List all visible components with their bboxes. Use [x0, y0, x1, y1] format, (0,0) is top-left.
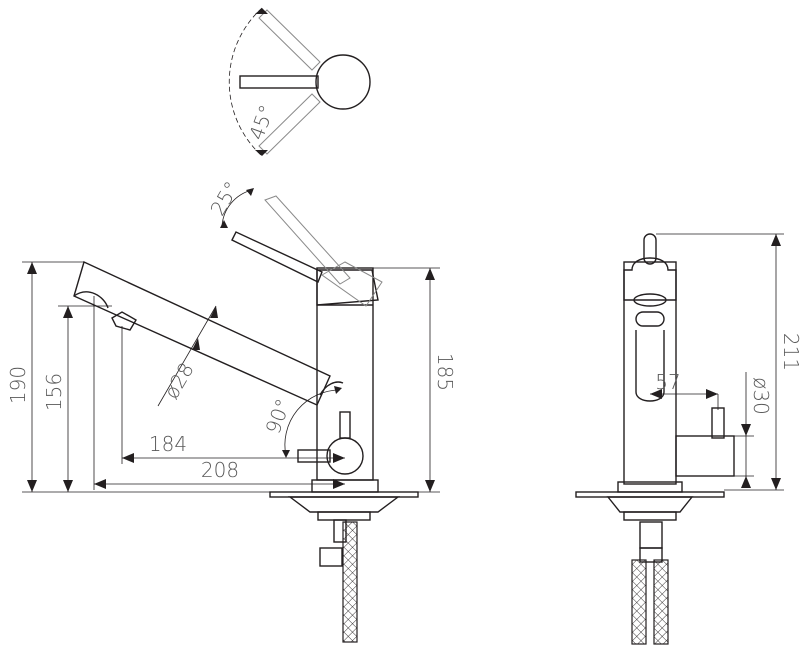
- offset-57-label: 57: [655, 370, 680, 394]
- dia28-label: ø28: [159, 358, 199, 403]
- arrow-head: [771, 234, 781, 246]
- side-cartridge-lever: [297, 449, 331, 463]
- arrow-head: [27, 480, 37, 492]
- front-base-flange: [606, 496, 694, 513]
- front-lever-knob: [643, 233, 657, 265]
- arrow-head: [94, 479, 106, 489]
- arrow-head: [63, 306, 73, 318]
- arrow-head: [334, 386, 342, 394]
- top-view-lever-ghost-upper: [258, 9, 321, 71]
- arrow-head: [741, 424, 751, 436]
- side-lever-ghost: [264, 195, 351, 285]
- top-view: 45°: [228, 7, 371, 157]
- side-spout: [73, 261, 331, 406]
- arrow-head: [771, 478, 781, 490]
- side-cartridge-stem: [339, 411, 351, 439]
- arrow-head: [122, 453, 134, 463]
- arrow-head: [706, 389, 718, 399]
- side-lever-ghost-head: [321, 261, 383, 307]
- front-body: [623, 261, 677, 485]
- arrow-head: [650, 389, 662, 399]
- side-view: 25° ø28 90°: [6, 177, 457, 643]
- spout-joint-curve: [319, 381, 344, 396]
- height-190-label: 190: [6, 366, 30, 404]
- side-base-collar: [311, 479, 379, 493]
- arrow-head: [220, 220, 228, 228]
- front-view: 211 57 ø30: [575, 233, 803, 645]
- front-base-plate: [575, 491, 725, 498]
- arrow-head: [192, 338, 200, 350]
- arrow-head: [425, 268, 435, 280]
- front-head-oval: [633, 293, 667, 307]
- front-connector: [639, 521, 663, 549]
- side-base-plate: [269, 491, 419, 498]
- side-lever-head: [316, 269, 379, 306]
- dia30-label: ø30: [749, 377, 773, 415]
- angle-90-label: 90°: [261, 395, 296, 437]
- top-view-body-circle: [315, 54, 371, 110]
- length-208-label: 208: [201, 458, 239, 482]
- side-base-nut: [317, 511, 371, 521]
- dia28-leader: [157, 305, 217, 407]
- arrow-head: [246, 188, 254, 196]
- front-cartridge: [675, 435, 735, 477]
- arrow-head: [255, 8, 268, 14]
- arrow-head: [255, 150, 268, 156]
- height-211-label: 211: [779, 333, 803, 371]
- arrow-head: [210, 306, 218, 318]
- arrow-head: [27, 262, 37, 274]
- side-cartridge-circle: [326, 437, 364, 475]
- front-cartridge-lever: [711, 407, 725, 439]
- front-connector-nut: [639, 547, 663, 563]
- arrow-head: [282, 450, 290, 458]
- angle-25-arc: [221, 189, 253, 227]
- side-lever-handle: [231, 231, 323, 283]
- top-view-lever: [239, 75, 319, 89]
- front-head-slot: [635, 311, 665, 327]
- arrow-head: [741, 476, 751, 488]
- arrow-head: [333, 479, 345, 489]
- top-view-angle-arc: [228, 7, 263, 157]
- length-184-label: 184: [149, 432, 187, 456]
- front-spout-outline: [635, 330, 665, 402]
- side-hose-braid: [343, 522, 357, 642]
- arrow-head: [63, 480, 73, 492]
- height-185-label: 185: [433, 353, 457, 391]
- front-base-nut: [623, 511, 677, 521]
- spout-nozzle: [111, 311, 137, 331]
- top-view-lever-ghost-lower: [258, 93, 321, 155]
- arrow-head: [425, 480, 435, 492]
- angle-90-arc: [284, 389, 341, 457]
- front-hose-left-braid: [632, 560, 646, 644]
- spout-outlet-curve: [73, 291, 109, 309]
- angle-45-label: 45°: [244, 102, 279, 144]
- side-hose-nut: [319, 547, 343, 567]
- front-hose-right-braid: [654, 560, 668, 644]
- side-base-flange: [287, 496, 401, 513]
- angle-25-label: 25°: [205, 177, 244, 220]
- arrow-head: [333, 453, 345, 463]
- height-156-label: 156: [42, 373, 66, 411]
